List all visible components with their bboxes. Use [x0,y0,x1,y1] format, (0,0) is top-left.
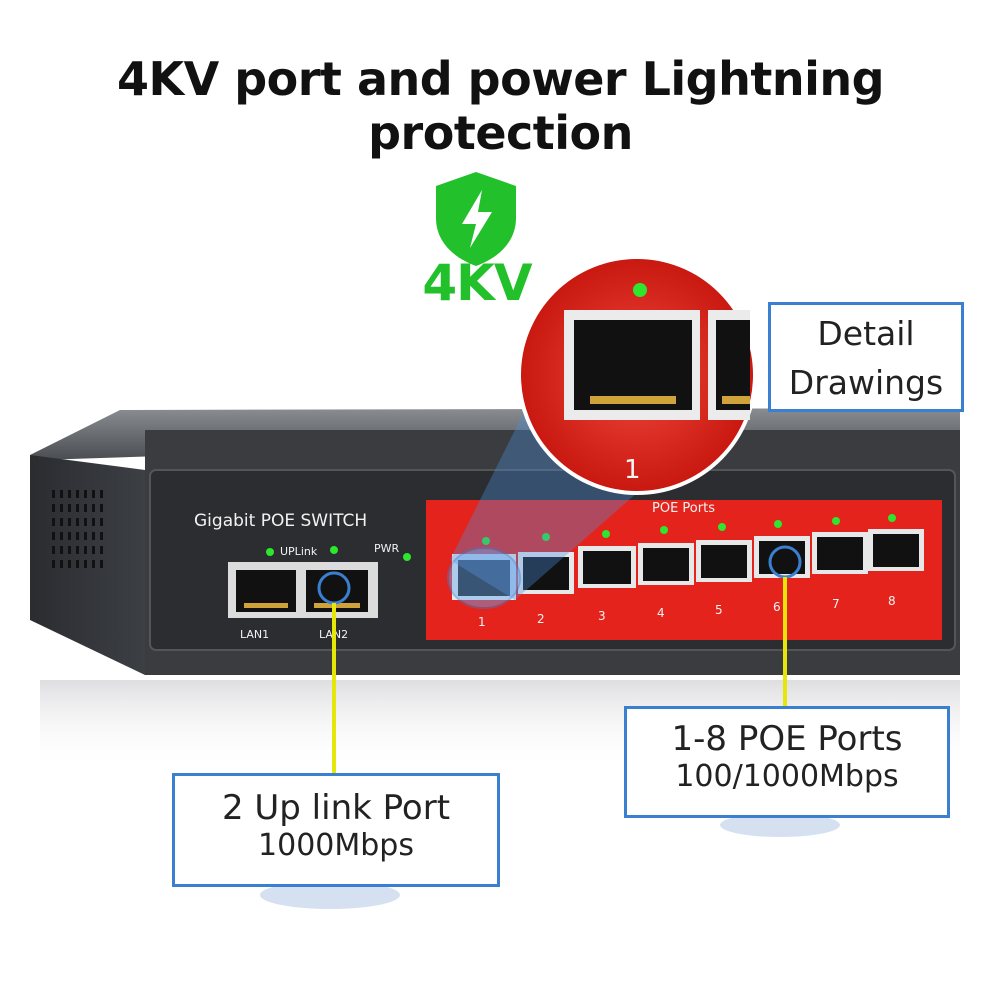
poe-speed: 100/1000Mbps [675,759,899,794]
poe-ports-label: POE Ports [652,501,715,516]
port-number-1: 1 [478,615,486,629]
lightning-shield-icon [428,168,524,268]
badge-label: 4KV [422,254,532,312]
uplink-title: 2 Up link Port [221,788,451,828]
port-number-7: 7 [832,597,840,611]
pwr-label: PWR [374,542,400,555]
uplink-label: UPLink [280,545,318,558]
poe-ports-callout: 1-8 POE Ports 100/1000Mbps [624,706,950,818]
zoom-port-number: 1 [624,455,641,485]
port-number-4: 4 [657,606,665,620]
poe-title: 1-8 POE Ports [671,719,903,759]
port-number-2: 2 [537,612,545,626]
port-number-6: 6 [773,600,781,614]
port-number-5: 5 [715,603,723,617]
detail-line1: Detail [817,314,915,353]
port-number-3: 3 [598,609,606,623]
uplink-port-callout: 2 Up link Port 1000Mbps [172,773,500,887]
port-number-8: 8 [888,594,896,608]
uplink-speed: 1000Mbps [258,828,414,863]
lan1-label: LAN1 [240,628,269,641]
detail-line2: Drawings [788,363,944,402]
headline: 4KV port and power Lightning protection [116,52,885,160]
detail-drawings-callout: Detail Drawings [768,302,964,412]
device-brand-label: Gigabit POE SWITCH [194,511,367,531]
